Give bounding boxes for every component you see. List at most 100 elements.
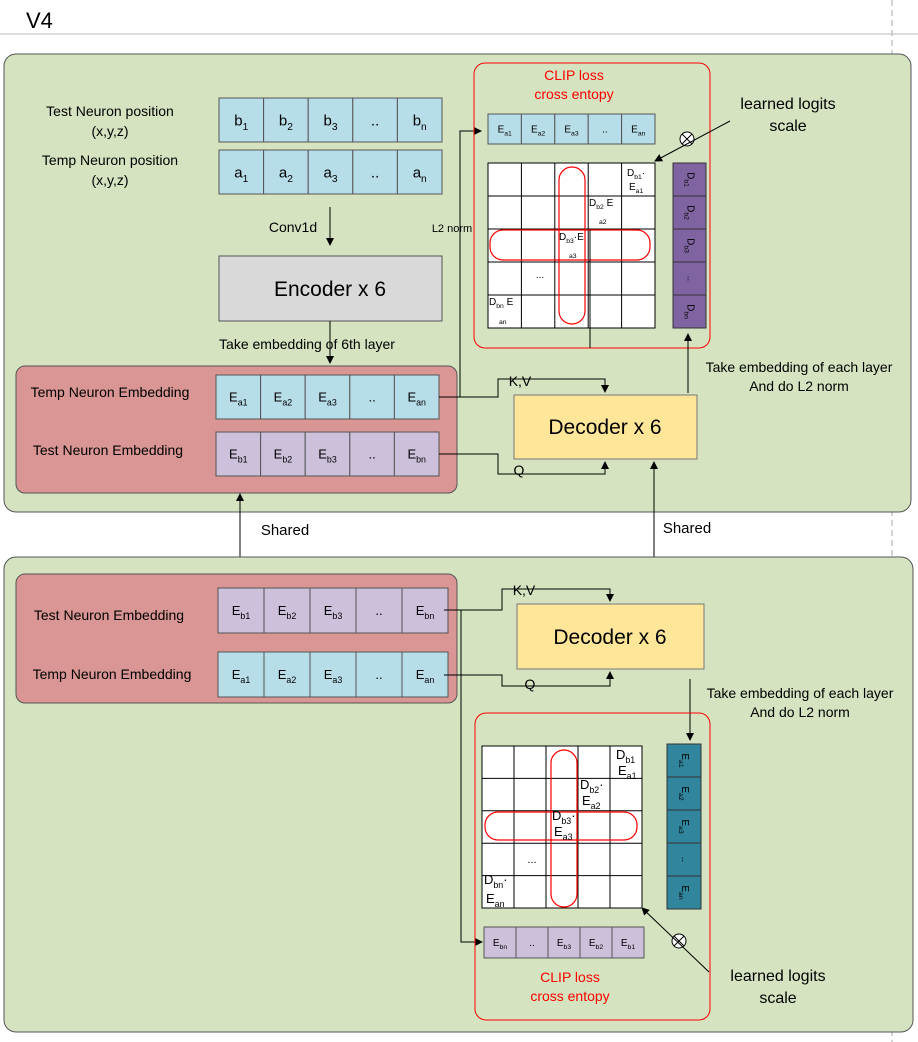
test-position-label-line-1: Test Neuron position xyxy=(46,103,174,119)
bottom-ea-row-cell xyxy=(401,651,449,698)
b-row-cell xyxy=(396,97,443,143)
take-6th-label: Take embedding of 6th layer xyxy=(219,336,395,352)
top-ea-row-label: .. xyxy=(368,390,375,405)
bottom-eb-row-label-main: E xyxy=(278,603,287,618)
bottom-take-each-label-line-1: Take embedding of each layer xyxy=(707,685,894,701)
top-matrix-col-label-sub: b2 xyxy=(682,212,689,220)
bottom-matrix-row-label: Eb2 xyxy=(589,938,603,951)
bottom-decoder-box xyxy=(516,603,705,670)
b-row-label-sub: 3 xyxy=(332,122,338,133)
top-ea-row-label-sub: a3 xyxy=(327,398,337,408)
top-ea-row-cell xyxy=(215,374,262,420)
bottom-ea-row-cell xyxy=(355,651,403,698)
b-row-label-sub: n xyxy=(421,122,427,133)
b-row-label: b1 xyxy=(234,112,248,133)
bottom-cell-b1-sub: b1 xyxy=(625,755,635,765)
bottom-matrix-row-label-main: E xyxy=(589,938,596,949)
top-ea-row-label-sub: an xyxy=(416,398,426,408)
top-cell-b2-sub: b2 xyxy=(596,204,604,211)
bottom-cell-bn: Dbn· xyxy=(484,872,508,890)
bottom-decoder-label: Decoder x 6 xyxy=(553,626,666,649)
bottom-eb-row-label: Eb2 xyxy=(278,603,297,621)
l2-norm-label: L2 norm xyxy=(432,223,472,235)
top-matrix-col-label-main: .. xyxy=(685,276,696,282)
a-row-label-sub: 1 xyxy=(243,174,249,185)
bottom-kv-label: K,V xyxy=(513,582,536,598)
b-row-label-main: b xyxy=(234,112,242,129)
top-q-label: Q xyxy=(514,462,525,478)
top-matrix-col-label-main: D xyxy=(685,238,696,245)
bottom-matrix-col-cell xyxy=(666,875,702,910)
bottom-eb-row-cell xyxy=(217,587,265,634)
top-ea-row-cell xyxy=(304,374,351,420)
top-ea-row-label: Ean xyxy=(407,390,426,408)
bottom-cell-b2: Db2· xyxy=(580,777,604,795)
top-eb-row-label: Ebn xyxy=(407,447,426,465)
top-matrix-col-label: Dbn xyxy=(682,304,695,319)
bottom-eb-row-label: Eb1 xyxy=(232,603,251,621)
bottom-clip-title-line-1: CLIP loss xyxy=(540,969,600,985)
bottom-ea-row-label-sub: a3 xyxy=(332,675,342,685)
top-eb-row-label-sub: b2 xyxy=(282,455,292,465)
bottom-cell-b3: Db3· xyxy=(552,808,576,826)
bottom-matrix-row-cell xyxy=(611,926,645,959)
top-cell-b2-main: D xyxy=(589,198,596,209)
top-matrix-col-cell xyxy=(672,228,707,263)
bottom-matrix-col-label: Ea2 xyxy=(677,786,690,800)
top-cell-bn-sub: bn xyxy=(496,303,504,310)
top-ea-row-label-main: E xyxy=(274,390,283,405)
b-row-label-main: .. xyxy=(371,112,379,129)
top-matrix-row-cell xyxy=(554,113,589,145)
top-cell-b3: Db3·E xyxy=(559,232,584,245)
top-q-arrow xyxy=(439,453,609,475)
top-ea-row-label-main: E xyxy=(407,390,416,405)
top-eb-row-cell xyxy=(349,431,395,477)
top-matrix-row-label-sub: a2 xyxy=(538,131,546,138)
bottom-matrix-row-label: Eb1 xyxy=(621,938,635,951)
bottom-cell-b3-sep: · xyxy=(571,808,575,823)
top-ea-row-label-sub: a1 xyxy=(238,398,248,408)
bottom-matrix-col-label: Ea1 xyxy=(677,753,690,767)
top-horizontal-highlight xyxy=(489,229,651,261)
bottom-ea-row-label: .. xyxy=(375,667,382,682)
top-matrix-row-label: Ea3 xyxy=(564,125,578,138)
top-cell-b1-main: D xyxy=(627,168,634,179)
bottom-matrix-col-cell xyxy=(666,842,702,877)
top-ellipsis: ... xyxy=(536,270,544,281)
a-row-label: a3 xyxy=(323,164,337,185)
b-row-cell xyxy=(218,97,265,143)
a-row-label-sub: 3 xyxy=(332,174,338,185)
top-matrix-row-label-sub: an xyxy=(638,131,646,138)
top-cell-b1-2: Ea1 xyxy=(629,182,643,195)
top-cell-bn-sep: E xyxy=(504,297,514,308)
top-matrix-col-label-main: D xyxy=(685,304,696,311)
top-take-each-label-line-2: And do L2 norm xyxy=(749,378,849,394)
top-matrix-row-label-main: E xyxy=(564,125,571,136)
bottom-matrix-row-label: Ebn xyxy=(493,938,507,951)
a-row-label: a2 xyxy=(279,164,293,185)
bottom-matrix-row-cell xyxy=(515,926,549,959)
top-cell-bn: Dbn E xyxy=(489,297,514,310)
top-cell-b1-main2: E xyxy=(629,182,636,193)
top-matrix-col-label: .. xyxy=(685,276,696,282)
top-ea-row-cell xyxy=(393,374,440,420)
bottom-ea-row-label: Ean xyxy=(416,667,435,685)
page-title: V4 xyxy=(26,8,53,33)
top-matrix-row-label-main: .. xyxy=(602,125,608,136)
top-cell-b3-main: D xyxy=(559,232,566,243)
top-matrix-col-label-main: D xyxy=(685,205,696,212)
top-decoder-box xyxy=(513,394,698,460)
bottom-ea-row-label-main: .. xyxy=(375,667,382,682)
bottom-logits-multiply-stroke xyxy=(673,935,685,947)
bottom-cell-bn-2: Ean xyxy=(486,891,505,909)
bottom-eb-row-label: Ebn xyxy=(416,603,435,621)
b-row-label-main: b xyxy=(413,112,421,129)
encoder-box xyxy=(218,255,443,322)
top-matrix-col-cell xyxy=(672,294,707,329)
top-matrix-col-label-sub: bn xyxy=(682,311,689,319)
top-logits-multiply-stroke xyxy=(681,133,693,145)
top-matrix-grid-frame xyxy=(487,162,656,329)
bottom-matrix-col-label-main: E xyxy=(679,753,690,760)
bottom-matrix-row-cell xyxy=(483,926,517,959)
b-row-label-sub: 2 xyxy=(287,122,293,133)
